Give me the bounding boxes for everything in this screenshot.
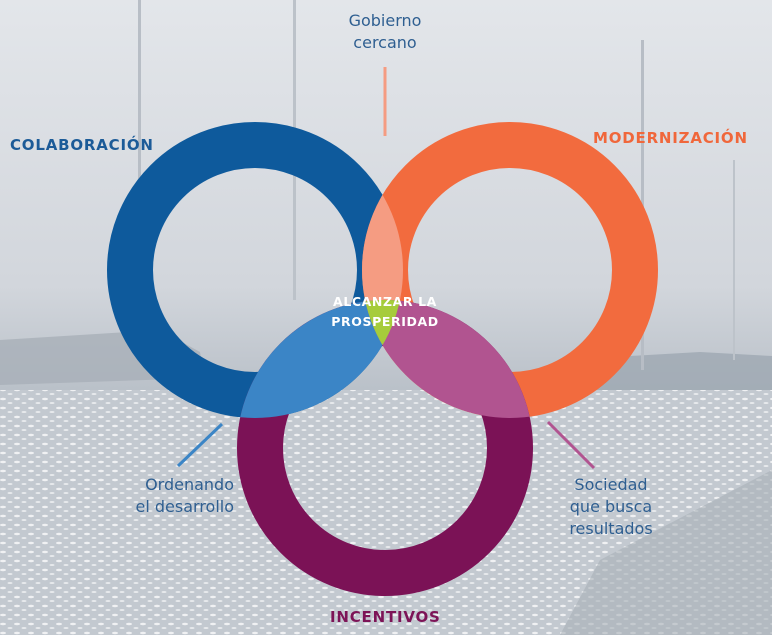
label-sociedad-line1: Sociedad: [574, 475, 648, 494]
connector-sociedad: [546, 420, 596, 470]
label-sociedad-line2: que busca: [569, 497, 653, 516]
label-centro-line2: PROSPERIDAD: [331, 314, 439, 329]
label-ordenando-line1: Ordenando: [145, 475, 234, 494]
lens-ordenando: [237, 300, 403, 418]
lens-sociedad: [362, 300, 533, 418]
label-gobierno-line2: cercano: [353, 33, 417, 52]
label-ordenando: Ordenando el desarrollo: [84, 474, 234, 518]
label-gobierno-cercano: Gobierno cercano: [330, 10, 440, 54]
label-centro-line1: ALCANZAR LA: [333, 294, 437, 309]
label-sociedad: Sociedad que busca resultados: [546, 474, 676, 540]
label-modernizacion: MODERNIZACIÓN: [593, 129, 748, 147]
label-incentivos: INCENTIVOS: [330, 608, 441, 626]
label-centro: ALCANZAR LA PROSPERIDAD: [315, 292, 455, 332]
label-ordenando-line2: el desarrollo: [135, 497, 234, 516]
label-sociedad-line3: resultados: [569, 519, 653, 538]
connector-ordenando: [176, 422, 224, 468]
label-gobierno-line1: Gobierno: [348, 11, 422, 30]
label-colaboracion: COLABORACIÓN: [10, 136, 154, 154]
